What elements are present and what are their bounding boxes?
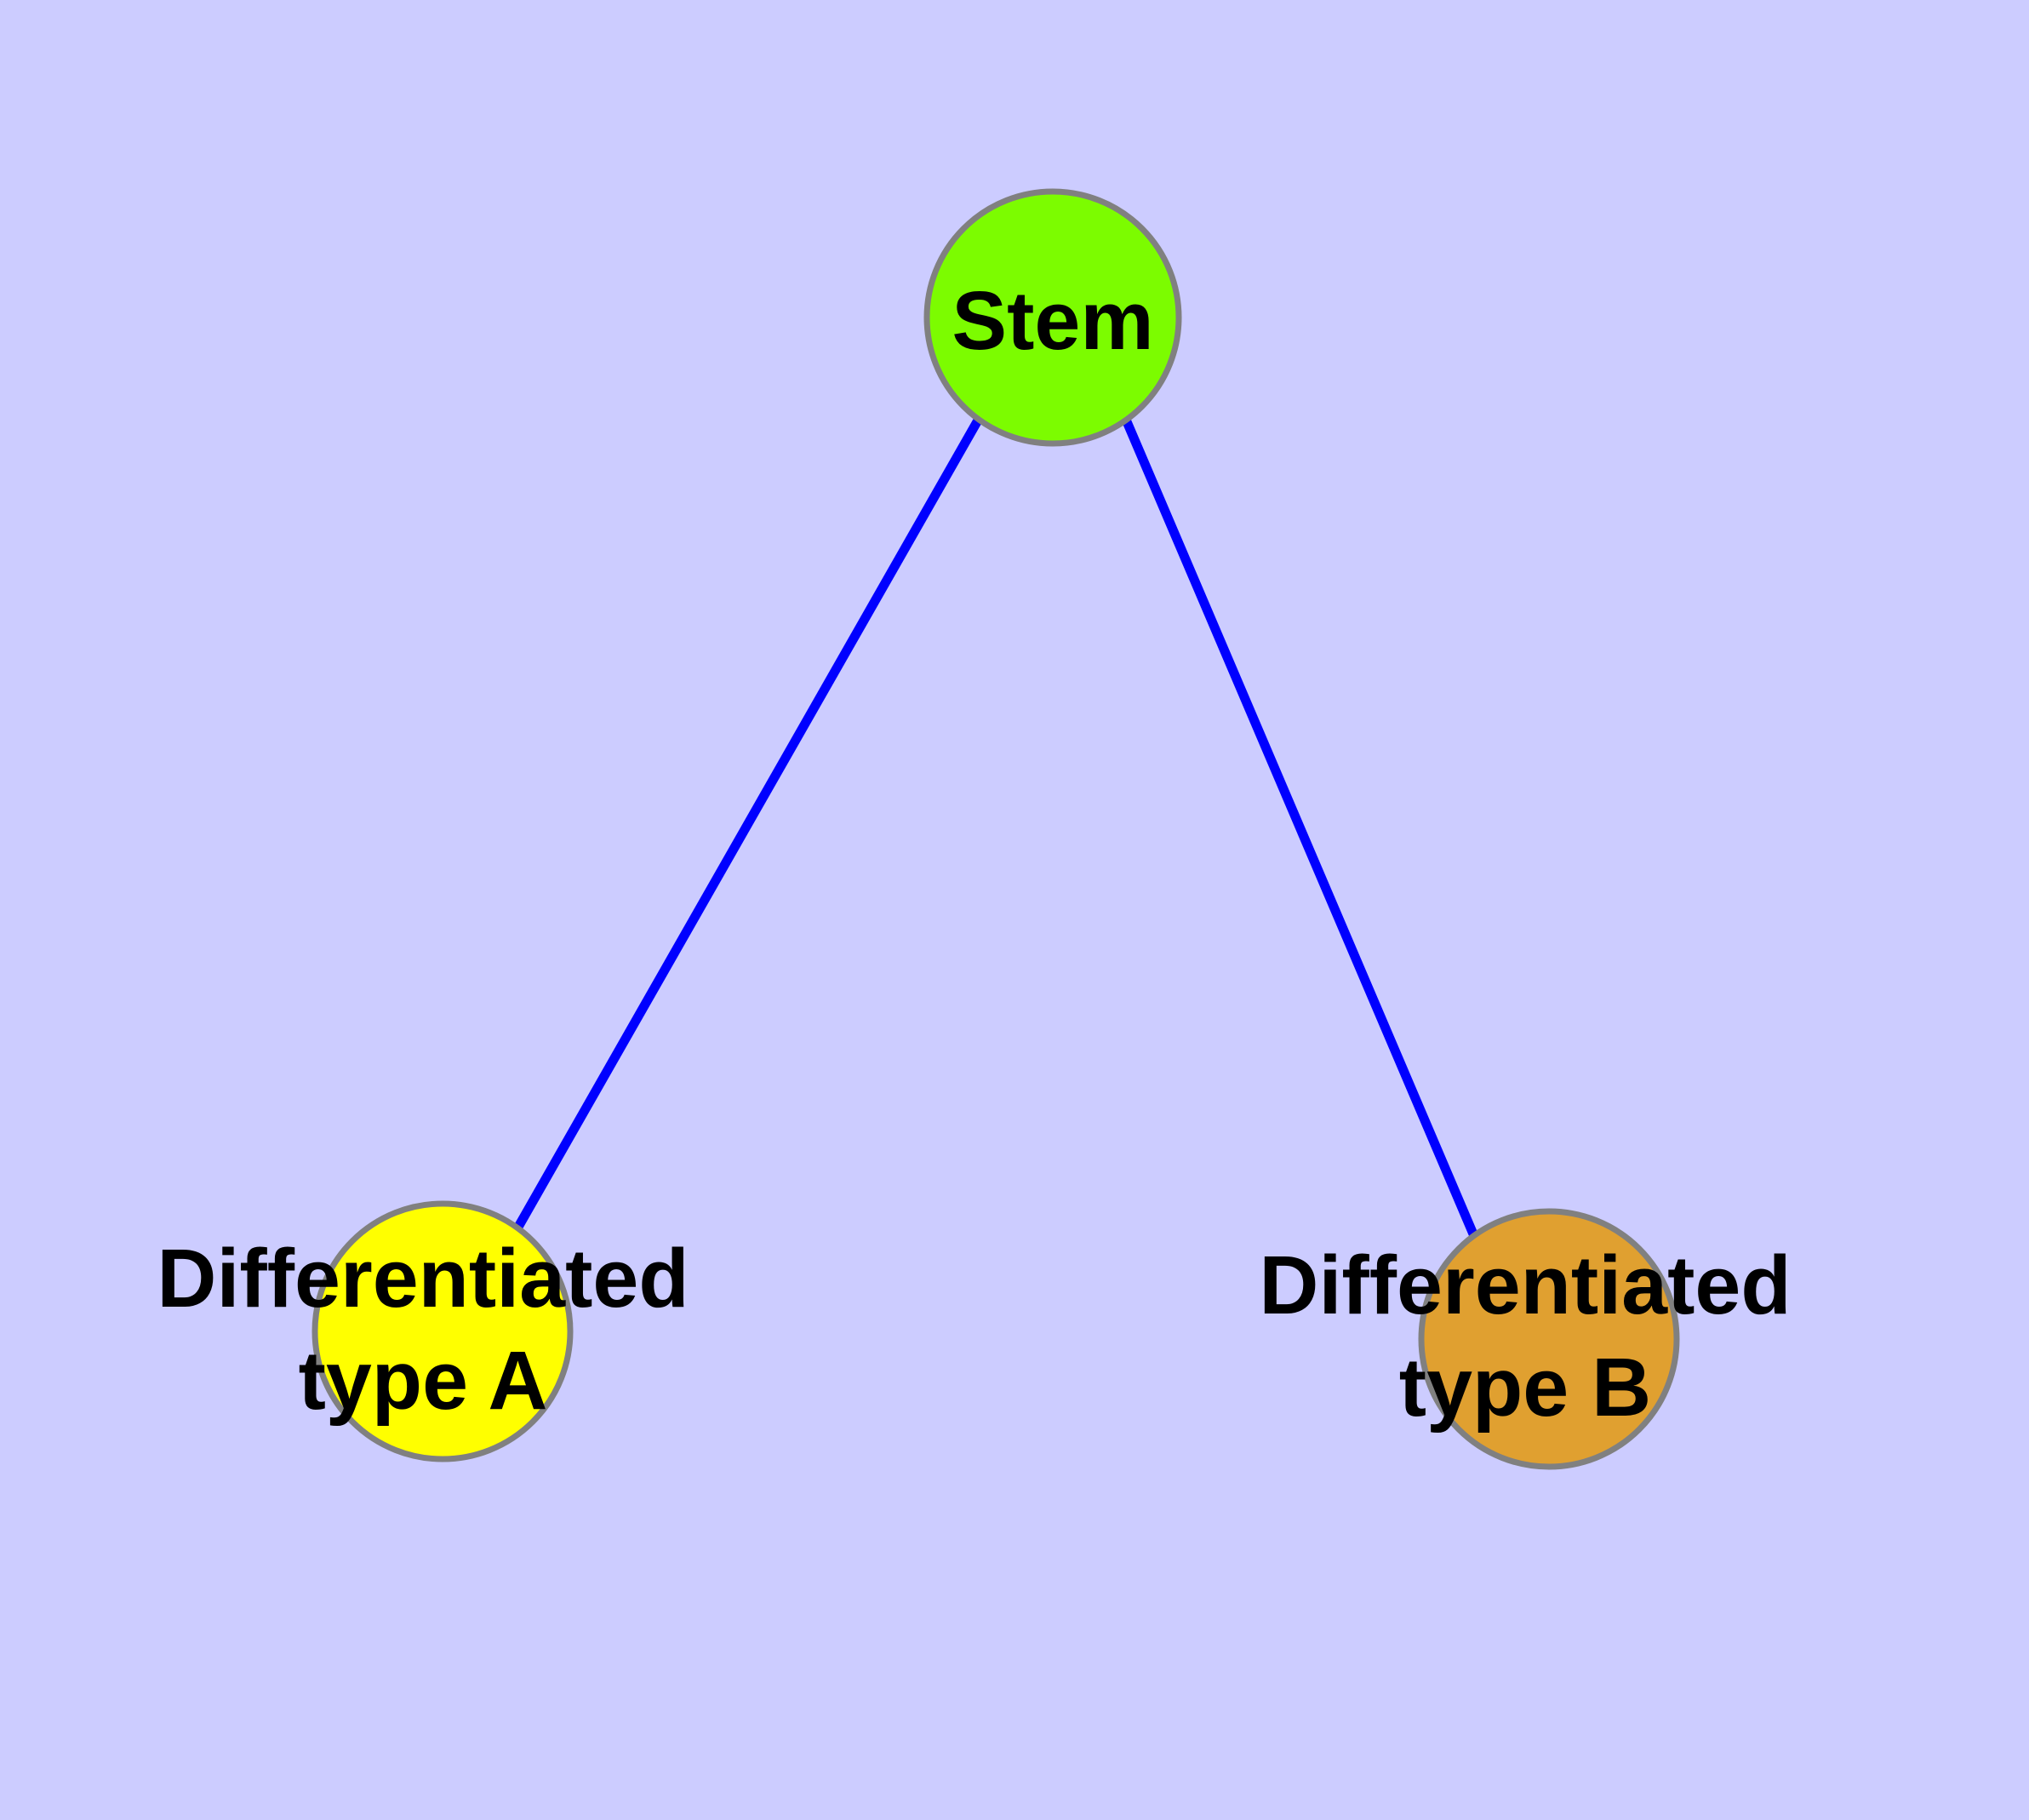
node-stem-circle[interactable] (923, 188, 1182, 447)
node-differentiated-type-b-label-line1: Differentiated (1259, 1239, 1791, 1331)
node-differentiated-type-a-label-line2: type A (299, 1334, 548, 1427)
node-differentiated-type-b-circle[interactable] (1418, 1208, 1680, 1470)
edge-stem-to-differentiated-type-b[interactable] (1121, 417, 1479, 1239)
node-differentiated-type-a[interactable] (311, 1200, 574, 1462)
node-differentiated-type-b-label-line2: type B (1399, 1341, 1651, 1434)
label-layer: Stem Differentiated type A Differentiate… (157, 274, 1791, 1434)
node-differentiated-type-a-circle[interactable] (311, 1200, 574, 1462)
node-stem[interactable] (923, 188, 1182, 447)
node-differentiated-type-b[interactable] (1418, 1208, 1680, 1470)
node-differentiated-type-a-label-line1: Differentiated (157, 1232, 689, 1325)
node-layer (311, 188, 1680, 1470)
node-stem-label: Stem (952, 274, 1153, 367)
edge-layer (513, 416, 1479, 1239)
edge-stem-to-differentiated-type-a[interactable] (513, 416, 983, 1231)
